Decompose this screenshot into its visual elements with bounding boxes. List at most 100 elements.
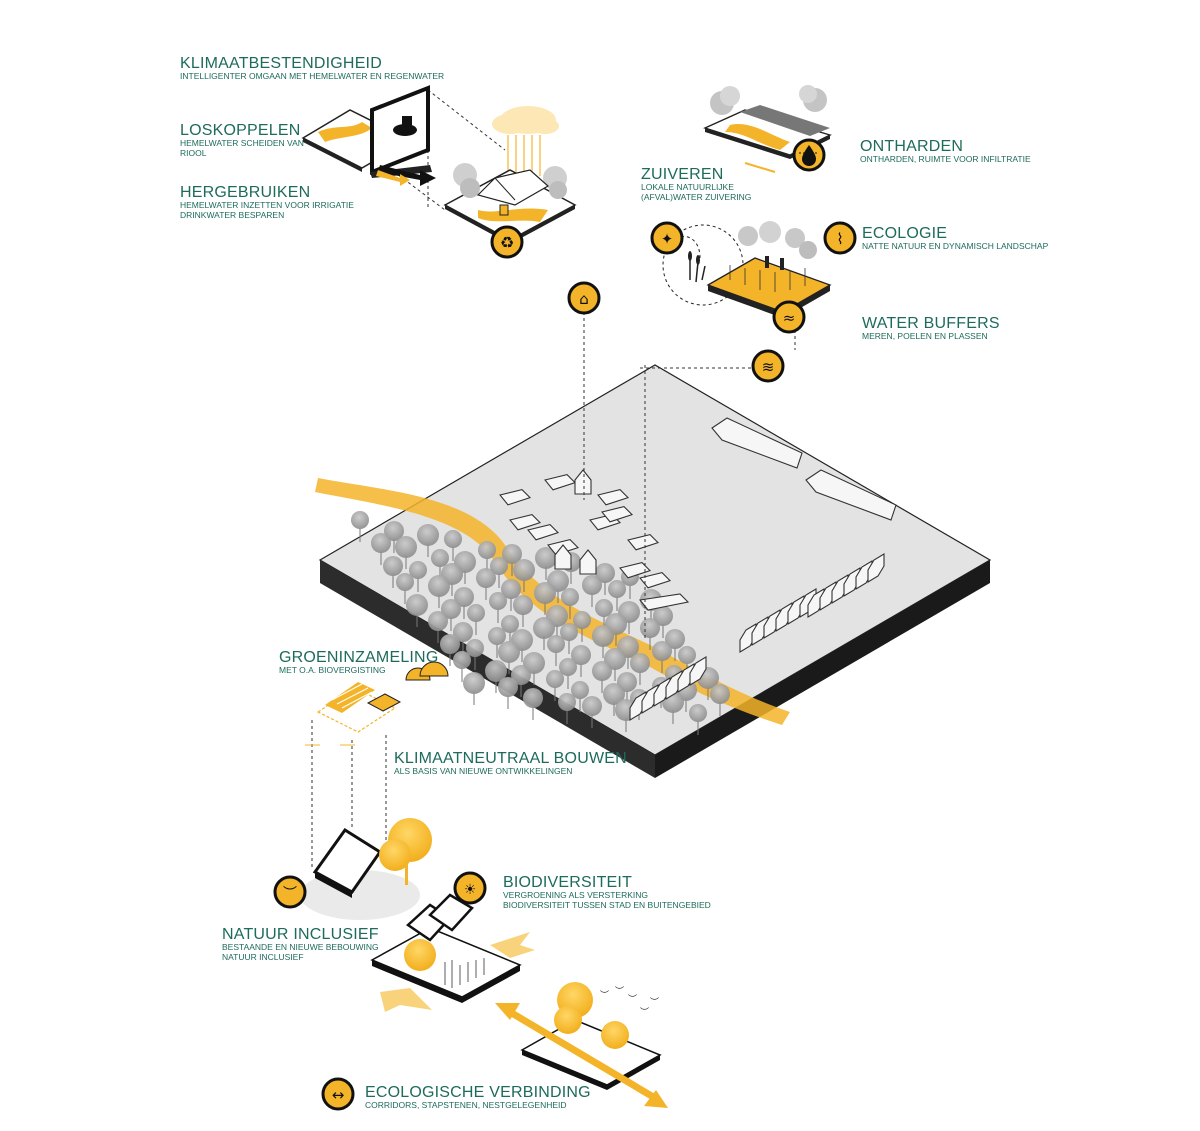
- label-klimaatbestendigheid: KLIMAATBESTENDIGHEID INTELLIGENTER OMGAA…: [180, 55, 444, 82]
- recycle-badge: ♻: [490, 225, 524, 259]
- tree: [559, 658, 577, 676]
- label-klimaatneutraal-bouwen: KLIMAATNEUTRAAL BOUWEN ALS BASIS VAN NIE…: [394, 750, 627, 777]
- svg-text:︶: ︶: [640, 1007, 649, 1018]
- ecologie-badge: ⌇: [823, 221, 857, 255]
- tree: [444, 530, 462, 548]
- tree: [535, 547, 557, 569]
- drop-house-icon: ⌂: [579, 290, 589, 308]
- tree: [665, 629, 685, 649]
- tree: [608, 580, 626, 598]
- water-drop-line-icon: [802, 145, 816, 166]
- label-ontharden: ONTHARDEN ONTHARDEN, RUIMTE VOOR INFILTR…: [860, 138, 1031, 165]
- tree: [453, 622, 473, 642]
- house: [597, 488, 630, 506]
- label-sub: LOKALE NATUURLIJKE (AFVAL)WATER ZUIVERIN…: [641, 182, 752, 202]
- water-buffer-icon: ≈: [783, 309, 796, 327]
- groeninzameling-illustration: [305, 661, 449, 746]
- house: [527, 523, 560, 541]
- village-houses: [499, 417, 897, 721]
- tree: [513, 559, 535, 581]
- label-title: NATUUR INCLUSIEF: [222, 926, 379, 943]
- label-title: ONTHARDEN: [860, 138, 964, 155]
- tree: [640, 618, 660, 638]
- svg-text:︶: ︶: [600, 990, 609, 1001]
- tree: [689, 704, 707, 722]
- tree: [431, 549, 449, 567]
- tree: [502, 544, 522, 564]
- tree: [440, 634, 460, 654]
- tree: [428, 611, 448, 631]
- label-sub: HEMELWATER SCHEIDEN VAN RIOOL: [180, 138, 304, 158]
- tree: [485, 660, 507, 682]
- gable-house: [554, 544, 572, 570]
- wave-person-icon: ≋: [762, 358, 775, 376]
- label-sub: BESTAANDE EN NIEUWE BEBOUWING NATUUR INC…: [222, 942, 379, 962]
- row-house: [867, 553, 885, 583]
- tree: [371, 533, 391, 553]
- sparkle-icon: ✦: [661, 230, 674, 248]
- tree: [653, 606, 673, 626]
- label-title: HERGEBRUIKEN: [180, 184, 311, 201]
- tree: [383, 556, 403, 576]
- reed-icon: ⌇: [836, 230, 843, 248]
- tree: [560, 623, 578, 641]
- tree: [351, 511, 369, 529]
- tree: [582, 575, 602, 595]
- tree: [463, 672, 485, 694]
- tree: [710, 684, 730, 704]
- sparkle-badge: ✦: [650, 221, 684, 255]
- klimaatneutraal-house-illustration: [300, 818, 432, 920]
- tree: [652, 641, 672, 661]
- label-sub: NATTE NATUUR EN DYNAMISCH LANDSCHAP: [862, 241, 1049, 251]
- tree: [466, 639, 484, 657]
- label-title: ECOLOGIE: [862, 225, 948, 242]
- tree: [511, 665, 531, 685]
- tree: [592, 625, 614, 647]
- label-loskoppelen: LOSKOPPELEN HEMELWATER SCHEIDEN VAN RIOO…: [180, 122, 304, 158]
- label-title: GROENINZAMELING: [279, 649, 439, 666]
- gable-house: [579, 549, 597, 575]
- recycle-icon: ♻: [500, 233, 514, 252]
- tree: [533, 617, 555, 639]
- tree: [428, 575, 450, 597]
- label-hergebruiken: HERGEBRUIKEN HEMELWATER INZETTEN VOOR IR…: [180, 184, 354, 220]
- tree: [547, 635, 565, 653]
- label-sub: MET O.A. BIOVERGISTING: [279, 665, 386, 675]
- tree: [582, 696, 602, 716]
- ontharden-badge: [792, 138, 826, 172]
- tree: [534, 582, 556, 604]
- house: [499, 488, 532, 506]
- tree: [453, 651, 471, 669]
- tree: [603, 683, 625, 705]
- tree: [595, 563, 615, 583]
- drop-house-badge: ⌂: [567, 281, 601, 315]
- water-buffer-badge: ≈: [772, 300, 806, 334]
- tree: [592, 661, 612, 681]
- long-building: [711, 417, 803, 469]
- label-water-buffers: WATER BUFFERS MEREN, POELEN EN PLASSEN: [862, 315, 1000, 342]
- label-title: KLIMAATNEUTRAAL BOUWEN: [394, 750, 627, 767]
- tree: [396, 573, 414, 591]
- forest-trees: [351, 511, 730, 735]
- tree: [595, 599, 613, 617]
- label-biodiversiteit: BIODIVERSITEIT VERGROENING ALS VERSTERKI…: [503, 874, 711, 910]
- tree: [501, 579, 521, 599]
- gable-house: [574, 469, 592, 495]
- row-house: [689, 656, 707, 686]
- tree: [406, 594, 428, 616]
- biodiversiteit-badge: ☀: [453, 871, 487, 905]
- label-sub: ALS BASIS VAN NIEUWE ONTWIKKELINGEN: [394, 766, 573, 776]
- tree: [467, 604, 485, 622]
- tree: [441, 599, 461, 619]
- label-title: ZUIVEREN: [641, 166, 724, 183]
- tree: [630, 653, 650, 673]
- label-sub: ONTHARDEN, RUIMTE VOOR INFILTRATIE: [860, 154, 1031, 164]
- label-title: ECOLOGISCHE VERBINDING: [365, 1084, 591, 1101]
- natuur-inclusief-illustration: [370, 893, 535, 1012]
- house: [601, 505, 634, 523]
- label-sub: CORRIDORS, STAPSTENEN, NESTGELEGENHEID: [365, 1100, 567, 1110]
- label-sub: MEREN, POELEN EN PLASSEN: [862, 331, 988, 341]
- label-zuiveren: ZUIVEREN LOKALE NATUURLIJKE (AFVAL)WATER…: [641, 166, 751, 202]
- label-title: BIODIVERSITEIT: [503, 874, 633, 891]
- house: [619, 561, 652, 579]
